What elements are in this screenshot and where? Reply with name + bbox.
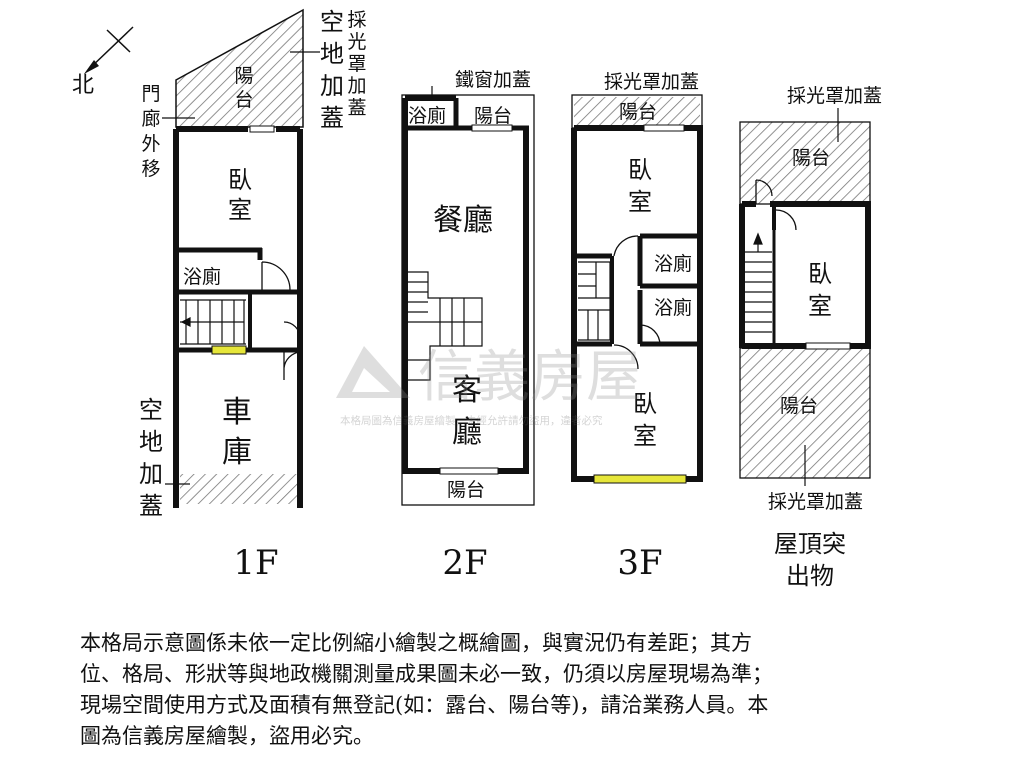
f3-door-icon <box>613 235 639 257</box>
f1-bedroom-label-b: 室 <box>228 196 252 224</box>
f1-door-icon <box>261 261 291 291</box>
f2-living-label-b: 廳 <box>452 415 482 450</box>
f3-bath-b-label: 浴廁 <box>654 296 692 319</box>
f1-bedroom-label-a: 臥 <box>228 166 252 194</box>
f2-balcony-bottom-label: 陽台 <box>447 479 485 501</box>
roof-balcony-bottom-label: 陽台 <box>780 395 818 417</box>
f1-note-vacant-land-top: 空地加蓋 <box>320 8 344 132</box>
compass: 北 <box>72 26 134 98</box>
f3-title: 3F <box>617 543 662 583</box>
roof-note-skylight-top: 採光罩加蓋 <box>787 85 882 107</box>
roof-door-icon <box>755 179 773 204</box>
roof-title-line-2: 出物 <box>786 562 834 590</box>
roof-plan: 採光罩加蓋 陽台 臥 室 陽台 採光罩加蓋 屋頂突 出物 <box>739 85 882 590</box>
f2-balcony-top-label: 陽台 <box>474 105 512 127</box>
watermark-logo-icon <box>336 346 410 398</box>
f1-title: 1F <box>233 543 278 583</box>
f1-balcony-label-b: 台 <box>234 89 253 111</box>
watermark-notice: 本格局圖為信義房屋繪製，未經允許請勿盜用，違者必究 <box>340 414 603 427</box>
f1-bath-label: 浴廁 <box>183 265 221 288</box>
f1-balcony-area <box>175 8 304 128</box>
disclaimer: 本格局示意圖係未依一定比例縮小繪製之概繪圖，與實況仍有差距；其方 位、格局、形狀… <box>80 628 960 752</box>
f3-bedroom-bottom-label-a: 臥 <box>633 390 657 418</box>
f3-bath-a-label: 浴廁 <box>654 252 692 275</box>
watermark-brand: 信義房屋 <box>418 345 642 410</box>
roof-bedroom-label-a: 臥 <box>808 260 832 288</box>
roof-staircase-icon <box>744 232 772 333</box>
f2-bath-label: 浴廁 <box>408 104 446 127</box>
f3-note-skylight: 採光罩加蓋 <box>604 71 699 93</box>
f3-balcony-area <box>574 97 700 127</box>
f1-door-icon <box>283 321 301 339</box>
disclaimer-line: 圖為信義房屋繪製，盜用必究。 <box>80 724 374 748</box>
f2-staircase-icon <box>408 271 483 381</box>
floor-3-plan: 採光罩加蓋 陽台 臥 室 浴廁 浴廁 臥 室 3F <box>571 71 703 583</box>
floor-plan-diagram: 北 陽 台 臥 室 浴廁 <box>72 8 882 590</box>
roof-bedroom-label-b: 室 <box>808 292 832 320</box>
f3-staircase-icon <box>578 261 611 341</box>
floor-2-plan: 鐵窗加蓋 浴廁 陽台 餐廳 客 廳 陽台 2F <box>401 69 535 583</box>
f1-staircase-icon <box>180 299 246 345</box>
f1-porch-note: 門廊外移 <box>141 83 160 180</box>
f1-garage-label-a: 車 <box>222 395 252 430</box>
disclaimer-line: 本格局示意圖係未依一定比例縮小繪製之概繪圖，與實況仍有差距；其方 <box>80 631 752 655</box>
watermark: 信義房屋 本格局圖為信義房屋繪製，未經允許請勿盜用，違者必究 <box>336 345 642 427</box>
f1-note-skylight-top: 採光罩加蓋 <box>347 9 366 119</box>
disclaimer-line: 位、格局、形狀等與地政機關測量成果圖未必一致，仍須以房屋現場為準； <box>80 662 773 686</box>
roof-door-icon <box>775 209 797 231</box>
f2-title: 2F <box>442 543 487 583</box>
f3-bedroom-top-label-a: 臥 <box>628 156 652 184</box>
compass-arrow-icon <box>84 60 99 74</box>
f2-note-iron-window: 鐵窗加蓋 <box>455 69 531 91</box>
f3-bedroom-bottom-label-b: 室 <box>633 422 657 450</box>
compass-cross <box>106 29 131 53</box>
compass-north-label: 北 <box>72 73 94 98</box>
f3-door-icon <box>639 324 661 346</box>
f1-balcony-label-a: 陽 <box>234 65 253 87</box>
f1-note-vacant-land-bottom: 空地加蓋 <box>139 396 163 520</box>
roof-balcony-top-label: 陽台 <box>792 147 830 169</box>
roof-title-line-1: 屋頂突 <box>774 530 846 558</box>
roof-balcony-top-area <box>739 121 871 205</box>
disclaimer-line: 現場空間使用方式及面積有無登記(如：露台、陽台等)，請洽業務人員。本 <box>80 693 769 717</box>
f2-dining-label: 餐廳 <box>433 203 493 238</box>
floor-1-plan: 陽 台 臥 室 浴廁 車 庫 門廊外移 空地加蓋 採光罩加蓋 空地加蓋 1F <box>139 8 367 583</box>
f1-garage-extension-area <box>180 474 301 504</box>
roof-note-skylight-bottom: 採光罩加蓋 <box>768 491 863 513</box>
f1-door-icon <box>283 351 301 380</box>
f3-balcony-label: 陽台 <box>619 101 657 123</box>
f2-living-label-a: 客 <box>452 373 482 408</box>
f3-door-icon <box>613 344 639 370</box>
f1-garage-label-b: 庫 <box>222 435 252 470</box>
f3-bedroom-top-label-b: 室 <box>628 188 652 216</box>
